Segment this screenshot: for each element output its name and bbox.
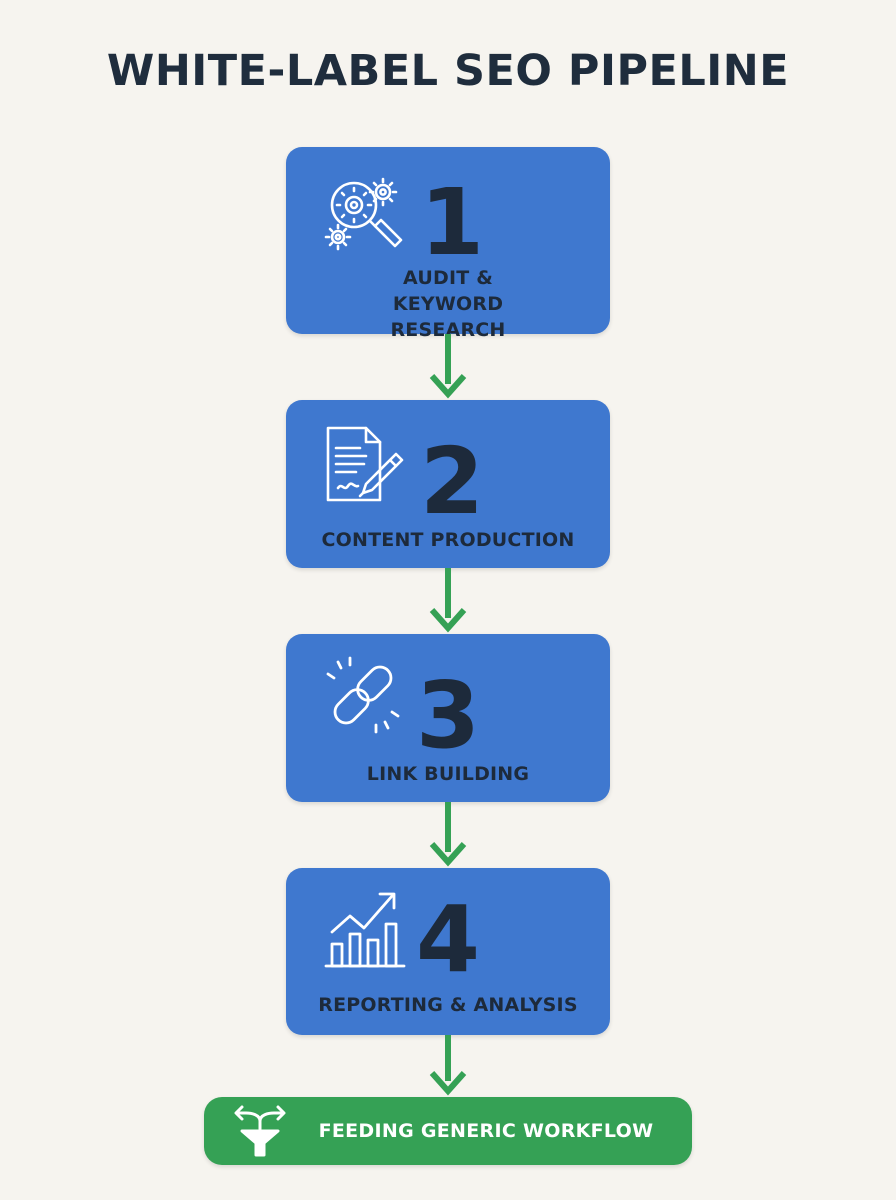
step-4-number: 4 (416, 886, 481, 993)
document-pen-icon (322, 424, 408, 506)
flow-arrow-1 (428, 334, 468, 400)
page-title: WHITE-LABEL SEO PIPELINE (106, 46, 790, 96)
flow-arrow-2 (428, 568, 468, 634)
flow-arrow-4 (428, 1035, 468, 1097)
flow-arrow-3 (428, 802, 468, 868)
step-2-box: 2 CONTENT PRODUCTION (286, 400, 610, 568)
step-4-label: REPORTING & ANALYSIS (318, 994, 578, 1016)
step-3-box: 3 LINK BUILDING (286, 634, 610, 802)
step-3-label: LINK BUILDING (366, 763, 530, 785)
step-3-number: 3 (416, 662, 481, 769)
step-1-label: AUDIT & KEYWORD RESEARCH (390, 267, 506, 341)
step-4-box: 4 REPORTING & ANALYSIS (286, 868, 610, 1035)
step-1-number: 1 (420, 169, 485, 276)
chain-link-icon (322, 654, 404, 736)
funnel-split-arrows-icon (230, 1103, 290, 1159)
step-1-box: 1 AUDIT & KEYWORD RESEARCH (286, 147, 610, 341)
bar-chart-growth-icon (324, 888, 406, 970)
step-2-label: CONTENT PRODUCTION (321, 529, 575, 551)
final-output-label: FEEDING GENERIC WORKFLOW (318, 1120, 654, 1142)
final-output-bar: FEEDING GENERIC WORKFLOW (204, 1097, 692, 1165)
step-2-number: 2 (420, 428, 485, 535)
magnifier-gears-icon (322, 169, 408, 255)
